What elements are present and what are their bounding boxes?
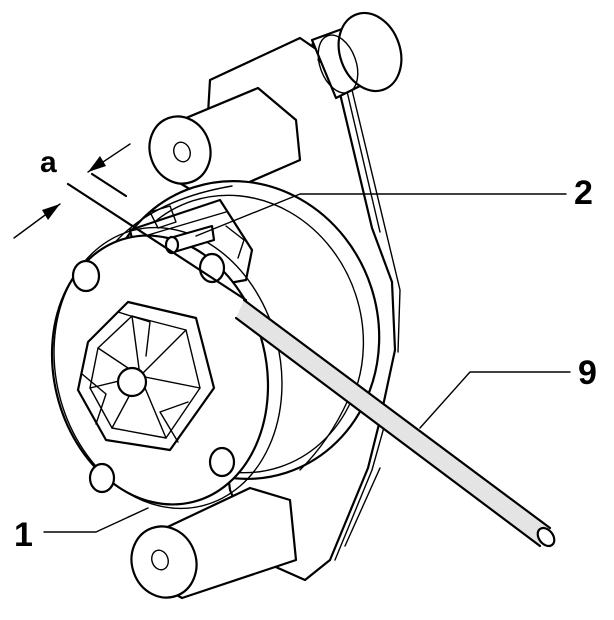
leader-line-1 <box>43 507 149 533</box>
leader-line-2 <box>195 193 567 237</box>
leader-line-9 <box>419 371 571 429</box>
label-part-1: 1 <box>14 516 33 554</box>
label-part-2: 2 <box>574 174 593 212</box>
label-a: a <box>40 146 57 179</box>
setting-rod-9 <box>234 298 556 548</box>
label-part-9: 9 <box>578 354 597 392</box>
top-stud <box>310 11 403 100</box>
hex-socket <box>76 300 216 452</box>
dimension-a-arrows <box>13 143 131 239</box>
upper-bolt-boss <box>148 86 302 202</box>
reference-straightedge <box>66 172 248 302</box>
lower-bolt-boss <box>130 486 298 600</box>
